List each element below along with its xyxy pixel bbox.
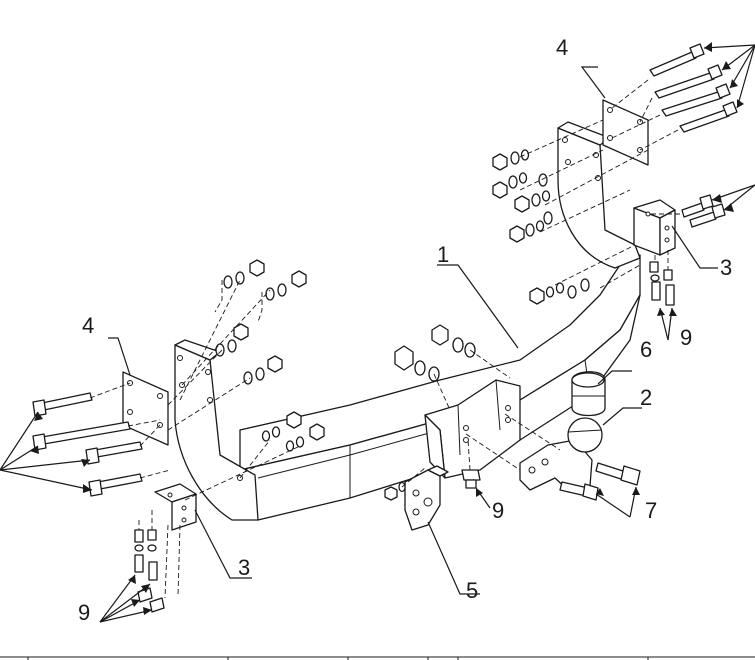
center-bracket: [424, 379, 521, 479]
nuts-washers-center: [384, 324, 476, 501]
small-bracket-right: [633, 199, 676, 256]
tow-ball: [519, 417, 603, 493]
long-bolts-right: [649, 43, 738, 133]
mounting-plate-right: [602, 99, 649, 166]
long-bolts-left: [32, 392, 143, 497]
right-side-bracket: [557, 121, 641, 269]
assembly-lines: [89, 79, 680, 599]
callout-labels: 1 2 3 3 4 4 5 6 7 9 9 9: [78, 35, 732, 625]
arrow-heads: [30, 42, 744, 615]
callout-part-9-left: 9: [78, 600, 90, 625]
ball-cover: [571, 371, 606, 417]
tow-ball-bolts: [559, 462, 641, 501]
leader-lines: [0, 44, 755, 623]
fasteners-right-bracket: [649, 194, 726, 306]
fasteners-left-bracket: [134, 529, 165, 613]
callout-part-9-center: 9: [492, 498, 504, 523]
callout-part-2: 2: [640, 385, 652, 410]
callout-part-9-right: 9: [680, 325, 692, 350]
callout-part-3-left: 3: [238, 555, 250, 580]
callout-part-7: 7: [645, 498, 657, 523]
nuts-washers-mid-right: [529, 278, 590, 305]
callout-part-6: 6: [640, 337, 652, 362]
small-bracket-left: [154, 483, 197, 531]
callout-part-3-right: 3: [720, 255, 732, 280]
nuts-washers-upper-left: [215, 259, 307, 385]
callout-part-1: 1: [437, 242, 449, 267]
fastener-center: [461, 469, 481, 489]
callout-part-4-right: 4: [556, 35, 568, 60]
mounting-plate-left: [122, 371, 169, 446]
callout-part-5: 5: [466, 578, 478, 603]
callout-part-4-left: 4: [82, 313, 94, 338]
nuts-washers-upper-right: [492, 149, 553, 243]
socket-plate: [404, 465, 449, 531]
